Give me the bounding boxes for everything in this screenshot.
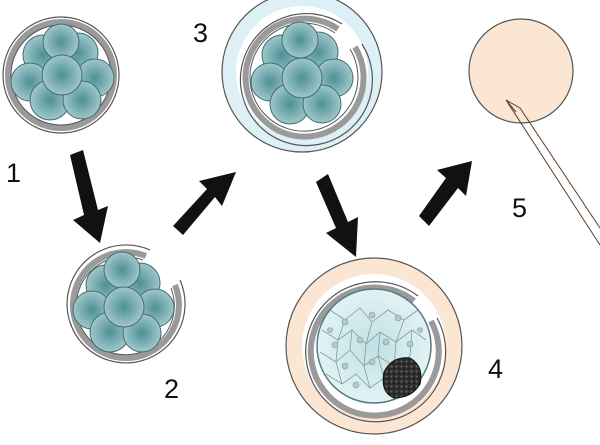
stage-4-embryo (285, 257, 463, 435)
blastomere-cluster (72, 251, 175, 353)
zona-outer-ring (66, 244, 186, 364)
zona-inner-ring (75, 256, 175, 356)
step-label-4: 4 (488, 354, 503, 384)
step-label-2: 2 (164, 374, 179, 404)
zona-pellucida (307, 284, 442, 419)
step-label-3: 3 (193, 18, 208, 48)
transfer-pipette (505, 99, 600, 246)
stage-3-embryo (221, 0, 383, 153)
stage-1-embryo (2, 16, 120, 134)
blastomere-cluster (250, 21, 354, 125)
arrow-up-4-to-5 (419, 161, 472, 226)
zona-inner-ring (249, 22, 359, 132)
stage-2-embryo (66, 244, 186, 364)
arrow-down-1-to-2 (70, 150, 108, 243)
uterine-cell (468, 18, 574, 124)
cell-nuclei (327, 311, 423, 389)
zona-outer-ring (239, 13, 373, 147)
zona-pellucida (242, 15, 367, 140)
blastomere-cluster (10, 23, 115, 121)
zona-pellucida (69, 249, 182, 362)
arrow-down-3-to-4 (316, 174, 358, 257)
zona-outer-ring (305, 281, 447, 423)
inner-cell-mass (382, 357, 422, 399)
stage-5-transfer (468, 18, 600, 246)
step-label-1: 1 (6, 158, 21, 188)
step-label-5: 5 (512, 193, 527, 223)
arrow-up-2-to-3 (173, 172, 236, 235)
